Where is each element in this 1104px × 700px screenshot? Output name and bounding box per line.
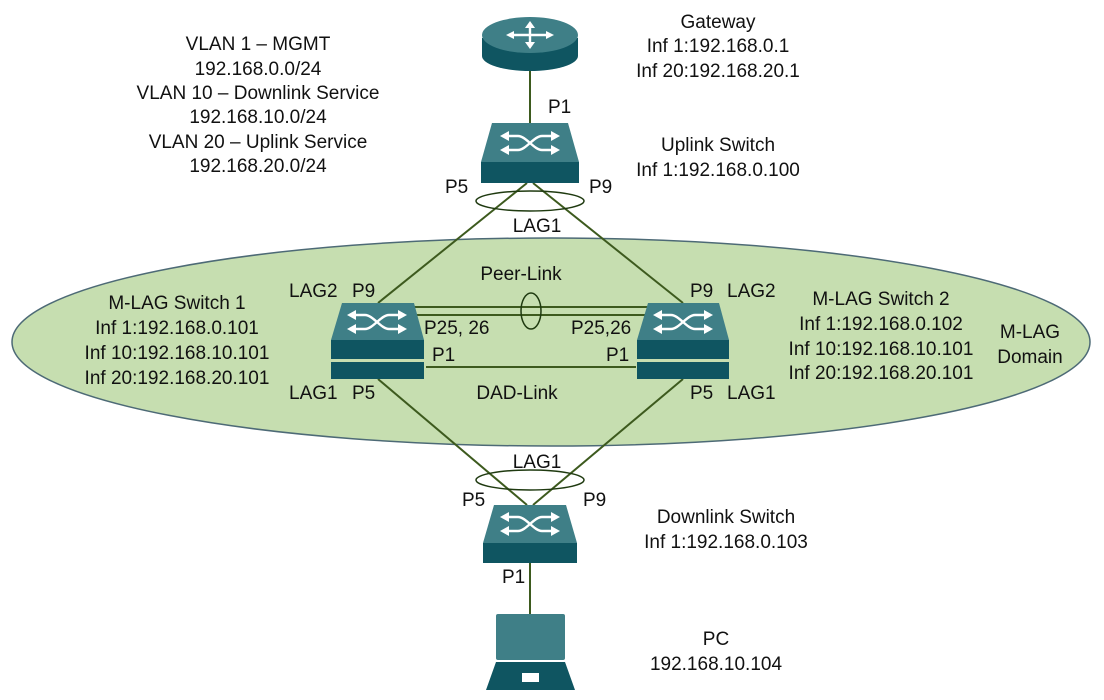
mlag-domain-area (11, 237, 1091, 447)
mlag2-inf1: Inf 1:192.168.0.102 (799, 314, 963, 335)
uplink-lag-ellipse (475, 190, 585, 212)
mlag-domain-label-line2: Domain (997, 347, 1062, 368)
mlag1-port-p5: P5 (352, 383, 375, 404)
mlag1-peer-ports: P25, 26 (424, 318, 490, 339)
gateway-router[interactable] (482, 17, 578, 71)
gateway-inf1: Inf 1:192.168.0.1 (647, 36, 790, 57)
switch-front (483, 543, 577, 563)
mlag1-lag2-label: LAG2 (289, 281, 338, 302)
uplink-switch-inf1: Inf 1:192.168.0.100 (636, 160, 800, 181)
mlag2-inf10: Inf 10:192.168.10.101 (789, 339, 974, 360)
switch-front-stack (637, 362, 729, 379)
vlan-legend: VLAN 1 – MGMT 192.168.0.0/24 VLAN 10 – D… (137, 34, 380, 177)
downlink-switch-title: Downlink Switch (657, 507, 795, 528)
mlag1-port-p9: P9 (352, 281, 375, 302)
mlag2-port-p9: P9 (690, 281, 713, 302)
pc-laptop[interactable] (486, 614, 575, 690)
gateway-title: Gateway (681, 12, 756, 33)
mlag-switch-2[interactable] (637, 303, 729, 379)
switch-front (481, 162, 579, 183)
router-icon (506, 21, 554, 49)
mlag2-dad-port: P1 (606, 345, 629, 366)
uplink-switch[interactable] (481, 123, 579, 183)
peer-link-label: Peer-Link (480, 264, 562, 285)
mlag1-inf20: Inf 20:192.168.20.101 (85, 368, 270, 389)
pc-ip: 192.168.10.104 (650, 654, 783, 675)
downlink-port-p1: P1 (502, 567, 525, 588)
gateway-inf20: Inf 20:192.168.20.1 (636, 61, 800, 82)
mlag1-title: M-LAG Switch 1 (108, 293, 245, 314)
vlan20-label: VLAN 20 – Uplink Service (149, 132, 368, 153)
mlag2-peer-ports: P25,26 (571, 318, 631, 339)
vlan10-network: 192.168.10.0/24 (189, 107, 327, 128)
uplink-port-p1: P1 (548, 97, 571, 118)
dad-link-label: DAD-Link (476, 383, 558, 404)
mlag2-title: M-LAG Switch 2 (812, 289, 949, 310)
vlan10-label: VLAN 10 – Downlink Service (137, 83, 380, 104)
uplink-port-p5: P5 (445, 177, 468, 198)
mlag2-to-downlink-link (532, 378, 684, 506)
mlag1-lag1-label: LAG1 (289, 383, 338, 404)
mlag2-lag1-label: LAG1 (727, 383, 776, 404)
downlink-switch-inf1: Inf 1:192.168.0.103 (644, 532, 808, 553)
pc-title: PC (703, 629, 729, 650)
mlag2-lag2-label: LAG2 (727, 281, 776, 302)
uplink-port-p9: P9 (589, 177, 612, 198)
downlink-lag-ellipse (475, 469, 585, 491)
switch-front-stack (331, 362, 424, 379)
vlan1-network: 192.168.0.0/24 (195, 59, 322, 80)
mlag2-inf20: Inf 20:192.168.20.101 (789, 363, 974, 384)
peer-link-lag-ellipse (520, 292, 542, 330)
vlan1-label: VLAN 1 – MGMT (186, 34, 331, 55)
mlag2-port-p5: P5 (690, 383, 713, 404)
mlag-domain-label-line1: M-LAG (1000, 322, 1060, 343)
mlag-switch-1[interactable] (331, 303, 424, 379)
mlag1-inf1: Inf 1:192.168.0.101 (95, 318, 259, 339)
laptop-icon (486, 614, 575, 690)
downlink-switch[interactable] (483, 505, 577, 563)
uplink-switch-title: Uplink Switch (661, 135, 775, 156)
laptop-trackpad (522, 673, 539, 682)
mlag1-to-downlink-link (377, 378, 528, 506)
uplink-to-mlag2-link (532, 182, 684, 304)
switch-front (331, 340, 424, 359)
uplink-to-mlag1-link (377, 182, 528, 304)
switch-front (637, 340, 729, 359)
laptop-screen (496, 614, 565, 660)
downlink-port-p5: P5 (462, 490, 485, 511)
mlag1-inf10: Inf 10:192.168.10.101 (85, 343, 270, 364)
uplink-lag-label: LAG1 (513, 216, 562, 237)
mlag1-dad-port: P1 (432, 345, 455, 366)
downlink-lag-label: LAG1 (513, 452, 562, 473)
downlink-port-p9: P9 (583, 490, 606, 511)
vlan20-network: 192.168.20.0/24 (189, 156, 327, 177)
